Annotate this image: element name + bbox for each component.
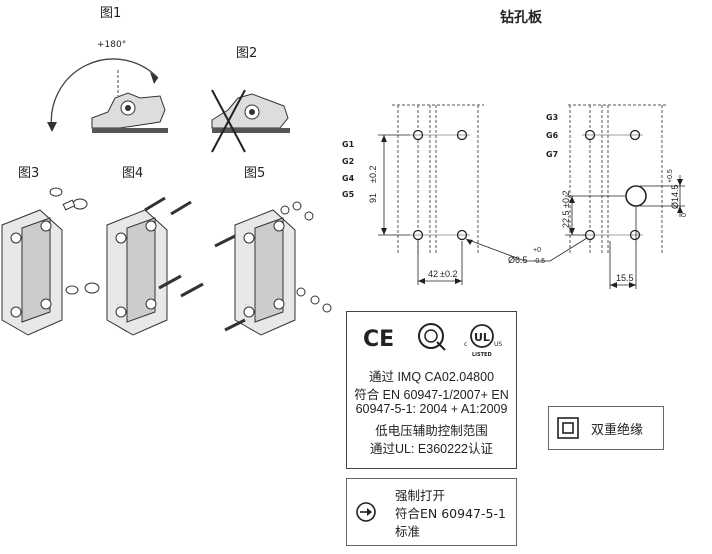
dim-spacing-tolerance: ±0.2	[440, 269, 457, 279]
dim-spacing-value: 42	[428, 269, 438, 279]
cert-line-en-standard: 符合 EN 60947-1/2007+ EN	[354, 388, 509, 402]
large-hole	[625, 185, 647, 207]
dim-hole-tol-down: -0.5	[533, 258, 545, 265]
certification-marks: CE UL c US LISTED	[363, 323, 502, 358]
double-insulation-panel: 双重绝缘	[548, 406, 664, 450]
group-label-g1: G1	[342, 140, 355, 149]
fig4-hinge-assembly	[106, 196, 204, 336]
group-label-g6: G6	[546, 131, 559, 140]
fig2-label: 图2	[236, 46, 258, 61]
arc-arrowhead-end	[150, 72, 158, 84]
fig5-hinge-assembly	[214, 201, 332, 336]
culus-mark-icon: UL c US LISTED	[464, 324, 502, 358]
group-label-g3: G3	[546, 113, 559, 122]
prohibited-cross-line-b	[211, 89, 246, 153]
fig3-label: 图3	[18, 166, 40, 181]
forced-opening-line-1: 强制打开	[395, 488, 446, 503]
group-label-g5: G5	[342, 190, 355, 199]
svg-text:US: US	[494, 341, 502, 348]
dim-hole-tol-up: +0	[533, 247, 541, 254]
arc-arrowhead-start	[47, 122, 57, 132]
group-label-g4: G4	[342, 174, 355, 183]
fig3-hinge-assembly	[1, 187, 100, 336]
drilling-plate-drawing: 91 ±0.2 42 ±0.2 Ø6.5 +0 -0.5 22.5 ±0.2 Ø…	[368, 104, 688, 289]
dim-large-hole-tol-down: 0	[681, 213, 688, 217]
dim-offset-value: 22.5	[561, 210, 571, 228]
ce-mark-icon: CE	[363, 327, 394, 352]
forced-opening-icon	[356, 502, 376, 522]
double-insulation-icon	[557, 417, 579, 439]
group-label-g7: G7	[546, 150, 559, 159]
dim-large-hole-tol-up: +0.5	[667, 169, 674, 183]
group-label-g2: G2	[342, 157, 355, 166]
cert-line-low-voltage: 低电压辅助控制范围	[375, 424, 488, 438]
imq-mark-icon	[418, 323, 446, 351]
certification-panel: CE UL c US LISTED 通过 IMQ CA02.04800 符合 E…	[346, 311, 517, 469]
cert-line-ul: 通过UL: E360222认证	[370, 442, 493, 456]
hinge-rotation-illustration	[47, 58, 290, 153]
dim-height-tolerance: ±0.2	[368, 166, 378, 183]
dim-offset-tolerance: ±0.2	[561, 191, 571, 208]
svg-text:c: c	[464, 341, 467, 348]
cert-line-imq: 通过 IMQ CA02.04800	[368, 370, 495, 384]
fig4-label: 图4	[122, 166, 144, 181]
cert-line-en-amendment: 60947-5-1: 2004 + A1:2009	[355, 402, 508, 416]
forced-opening-line-2: 符合EN 60947-5-1	[395, 506, 506, 521]
dim-hole-diameter: Ø6.5	[508, 255, 528, 265]
rotation-arc	[50, 58, 159, 131]
forced-opening-panel: 强制打开 符合EN 60947-5-1 标准	[346, 478, 517, 546]
drilling-plate-title: 钻孔板	[500, 10, 542, 26]
svg-text:LISTED: LISTED	[472, 352, 492, 358]
hinge-assembly-illustrations	[1, 187, 332, 336]
double-insulation-label: 双重绝缘	[591, 423, 644, 438]
rotation-angle-label: +180°	[97, 40, 127, 50]
forced-opening-line-3: 标准	[395, 524, 421, 539]
svg-text:UL: UL	[474, 331, 490, 344]
dim-height-value: 91	[368, 193, 378, 203]
fig1-label: 图1	[100, 6, 122, 21]
fig5-label: 图5	[244, 166, 266, 181]
dim-right-width: 15.5	[616, 273, 634, 283]
dim-large-hole-diameter: Ø14.5	[670, 184, 680, 209]
